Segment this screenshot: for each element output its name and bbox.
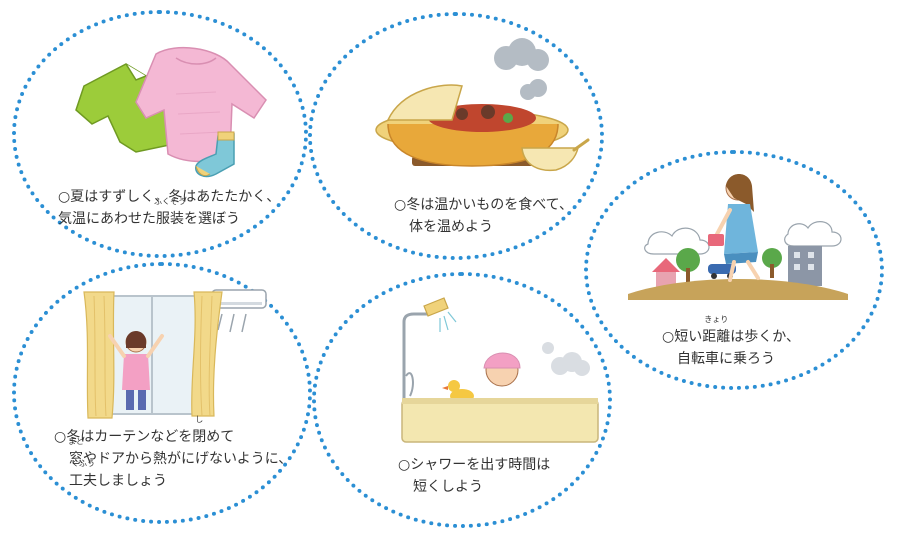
caption-line: 工夫 くふうしましょう bbox=[54, 459, 292, 492]
walking-woman-icon bbox=[708, 174, 760, 282]
pink-sweater-icon bbox=[135, 46, 267, 163]
car-icon bbox=[708, 264, 736, 279]
ruby-text: くふう bbox=[71, 459, 95, 468]
window-icon bbox=[101, 295, 203, 415]
hot-pot-icon bbox=[375, 84, 569, 167]
caption-line: 気温にあわせた服装 ふくそうを選ぼう bbox=[58, 197, 280, 230]
caption-text: は歩くか、 bbox=[730, 329, 800, 345]
ruby-kufuu: 工夫くふう bbox=[69, 459, 97, 492]
card-clothing: ○夏はすずしく、冬はあたたかく、 気温にあわせた服装 ふくそうを選ぼう bbox=[12, 10, 308, 258]
caption-text: やドアから熱がにげないように、 bbox=[83, 451, 293, 467]
walk-illustration bbox=[628, 174, 848, 300]
caption-line: ○シャワーを出す時間は bbox=[398, 457, 551, 473]
steam-cloud-icon bbox=[494, 38, 549, 100]
ruby-base: 服装 bbox=[156, 211, 184, 227]
caption-text: めて bbox=[206, 429, 235, 445]
child-in-bath-icon bbox=[483, 352, 521, 387]
card-shower: ○シャワーを出す時間は 短くしよう bbox=[312, 272, 612, 528]
ruby-base: 距離 bbox=[702, 329, 731, 345]
caption-text: 気温にあわせた bbox=[58, 211, 156, 227]
blue-sock-icon bbox=[195, 131, 235, 178]
ruby-text: まど bbox=[68, 437, 84, 446]
caption-line: 短くしよう bbox=[413, 479, 483, 495]
caption-line: ○夏はすずしく、冬はあたたかく、 bbox=[58, 189, 281, 205]
caption-text: ○短い bbox=[662, 329, 703, 345]
ruby-base: 窓 bbox=[69, 451, 83, 467]
caption-line: ○冬は温かいものを食べて、 bbox=[394, 197, 573, 213]
caption-line: 自転車に乗ろう bbox=[677, 351, 775, 367]
building-icon bbox=[788, 246, 822, 286]
ruby-kyori: 距離きょり bbox=[702, 315, 731, 348]
card-food: ○冬は温かいものを食べて、 体を温めよう bbox=[308, 12, 604, 260]
caption-text: を選ぼう bbox=[184, 211, 240, 227]
ruby-text: ふくそう bbox=[154, 197, 186, 206]
caption-clothing: ○夏はすずしく、冬はあたたかく、 気温にあわせた服装 ふくそうを選ぼう bbox=[58, 186, 280, 230]
caption-line: ○冬はカーテンなどを閉しめて bbox=[54, 415, 292, 448]
caption-text: ○冬はカーテンなどを bbox=[54, 429, 193, 445]
food-illustration bbox=[375, 38, 590, 172]
tree-icon bbox=[676, 248, 782, 282]
caption-food: ○冬は温かいものを食べて、 体を温めよう bbox=[394, 194, 573, 238]
cloud-icon bbox=[644, 221, 842, 255]
caption-line: 窓 まどやドアから熱がにげないように、 bbox=[54, 437, 293, 470]
ruby-fukusou: 服装ふくそう bbox=[154, 197, 186, 230]
steam-cloud-icon bbox=[542, 342, 590, 376]
bowl-icon bbox=[521, 138, 590, 172]
girl-icon bbox=[108, 331, 164, 410]
ground bbox=[628, 279, 848, 300]
ruby-text: きょり bbox=[704, 315, 729, 324]
clothing-illustration bbox=[75, 46, 267, 178]
ruby-base: 工夫 bbox=[69, 473, 97, 489]
caption-curtain: ○冬はカーテンなどを閉しめて 窓まどやドアから熱がにげないように、 工夫くふうし… bbox=[54, 415, 293, 492]
ruby-base: 閉 bbox=[192, 429, 207, 445]
caption-line: 体を温めよう bbox=[409, 219, 493, 235]
caption-text: しましょう bbox=[97, 473, 167, 489]
caption-shower: ○シャワーを出す時間は 短くしよう bbox=[398, 454, 550, 498]
shower-icon bbox=[402, 297, 457, 406]
curtain-illustration bbox=[83, 289, 267, 419]
curtain-icon bbox=[83, 291, 223, 419]
caption-walk: ○短い距離 きょりは歩くか、 自転車に乗ろう bbox=[662, 315, 800, 370]
card-walk: ○短い距離 きょりは歩くか、 自転車に乗ろう bbox=[584, 150, 884, 390]
ruby-mado: 窓まど bbox=[68, 437, 84, 470]
card-curtain: ○冬はカーテンなどを閉しめて 窓まどやドアから熱がにげないように、 工夫くふうし… bbox=[12, 262, 312, 524]
caption-line: ○短い距離 きょりは歩くか、 bbox=[662, 315, 800, 348]
shower-illustration bbox=[401, 297, 599, 443]
bathtub-icon bbox=[401, 398, 599, 443]
ruby-text: し bbox=[195, 415, 204, 424]
ruby-shi: 閉し bbox=[192, 415, 207, 448]
